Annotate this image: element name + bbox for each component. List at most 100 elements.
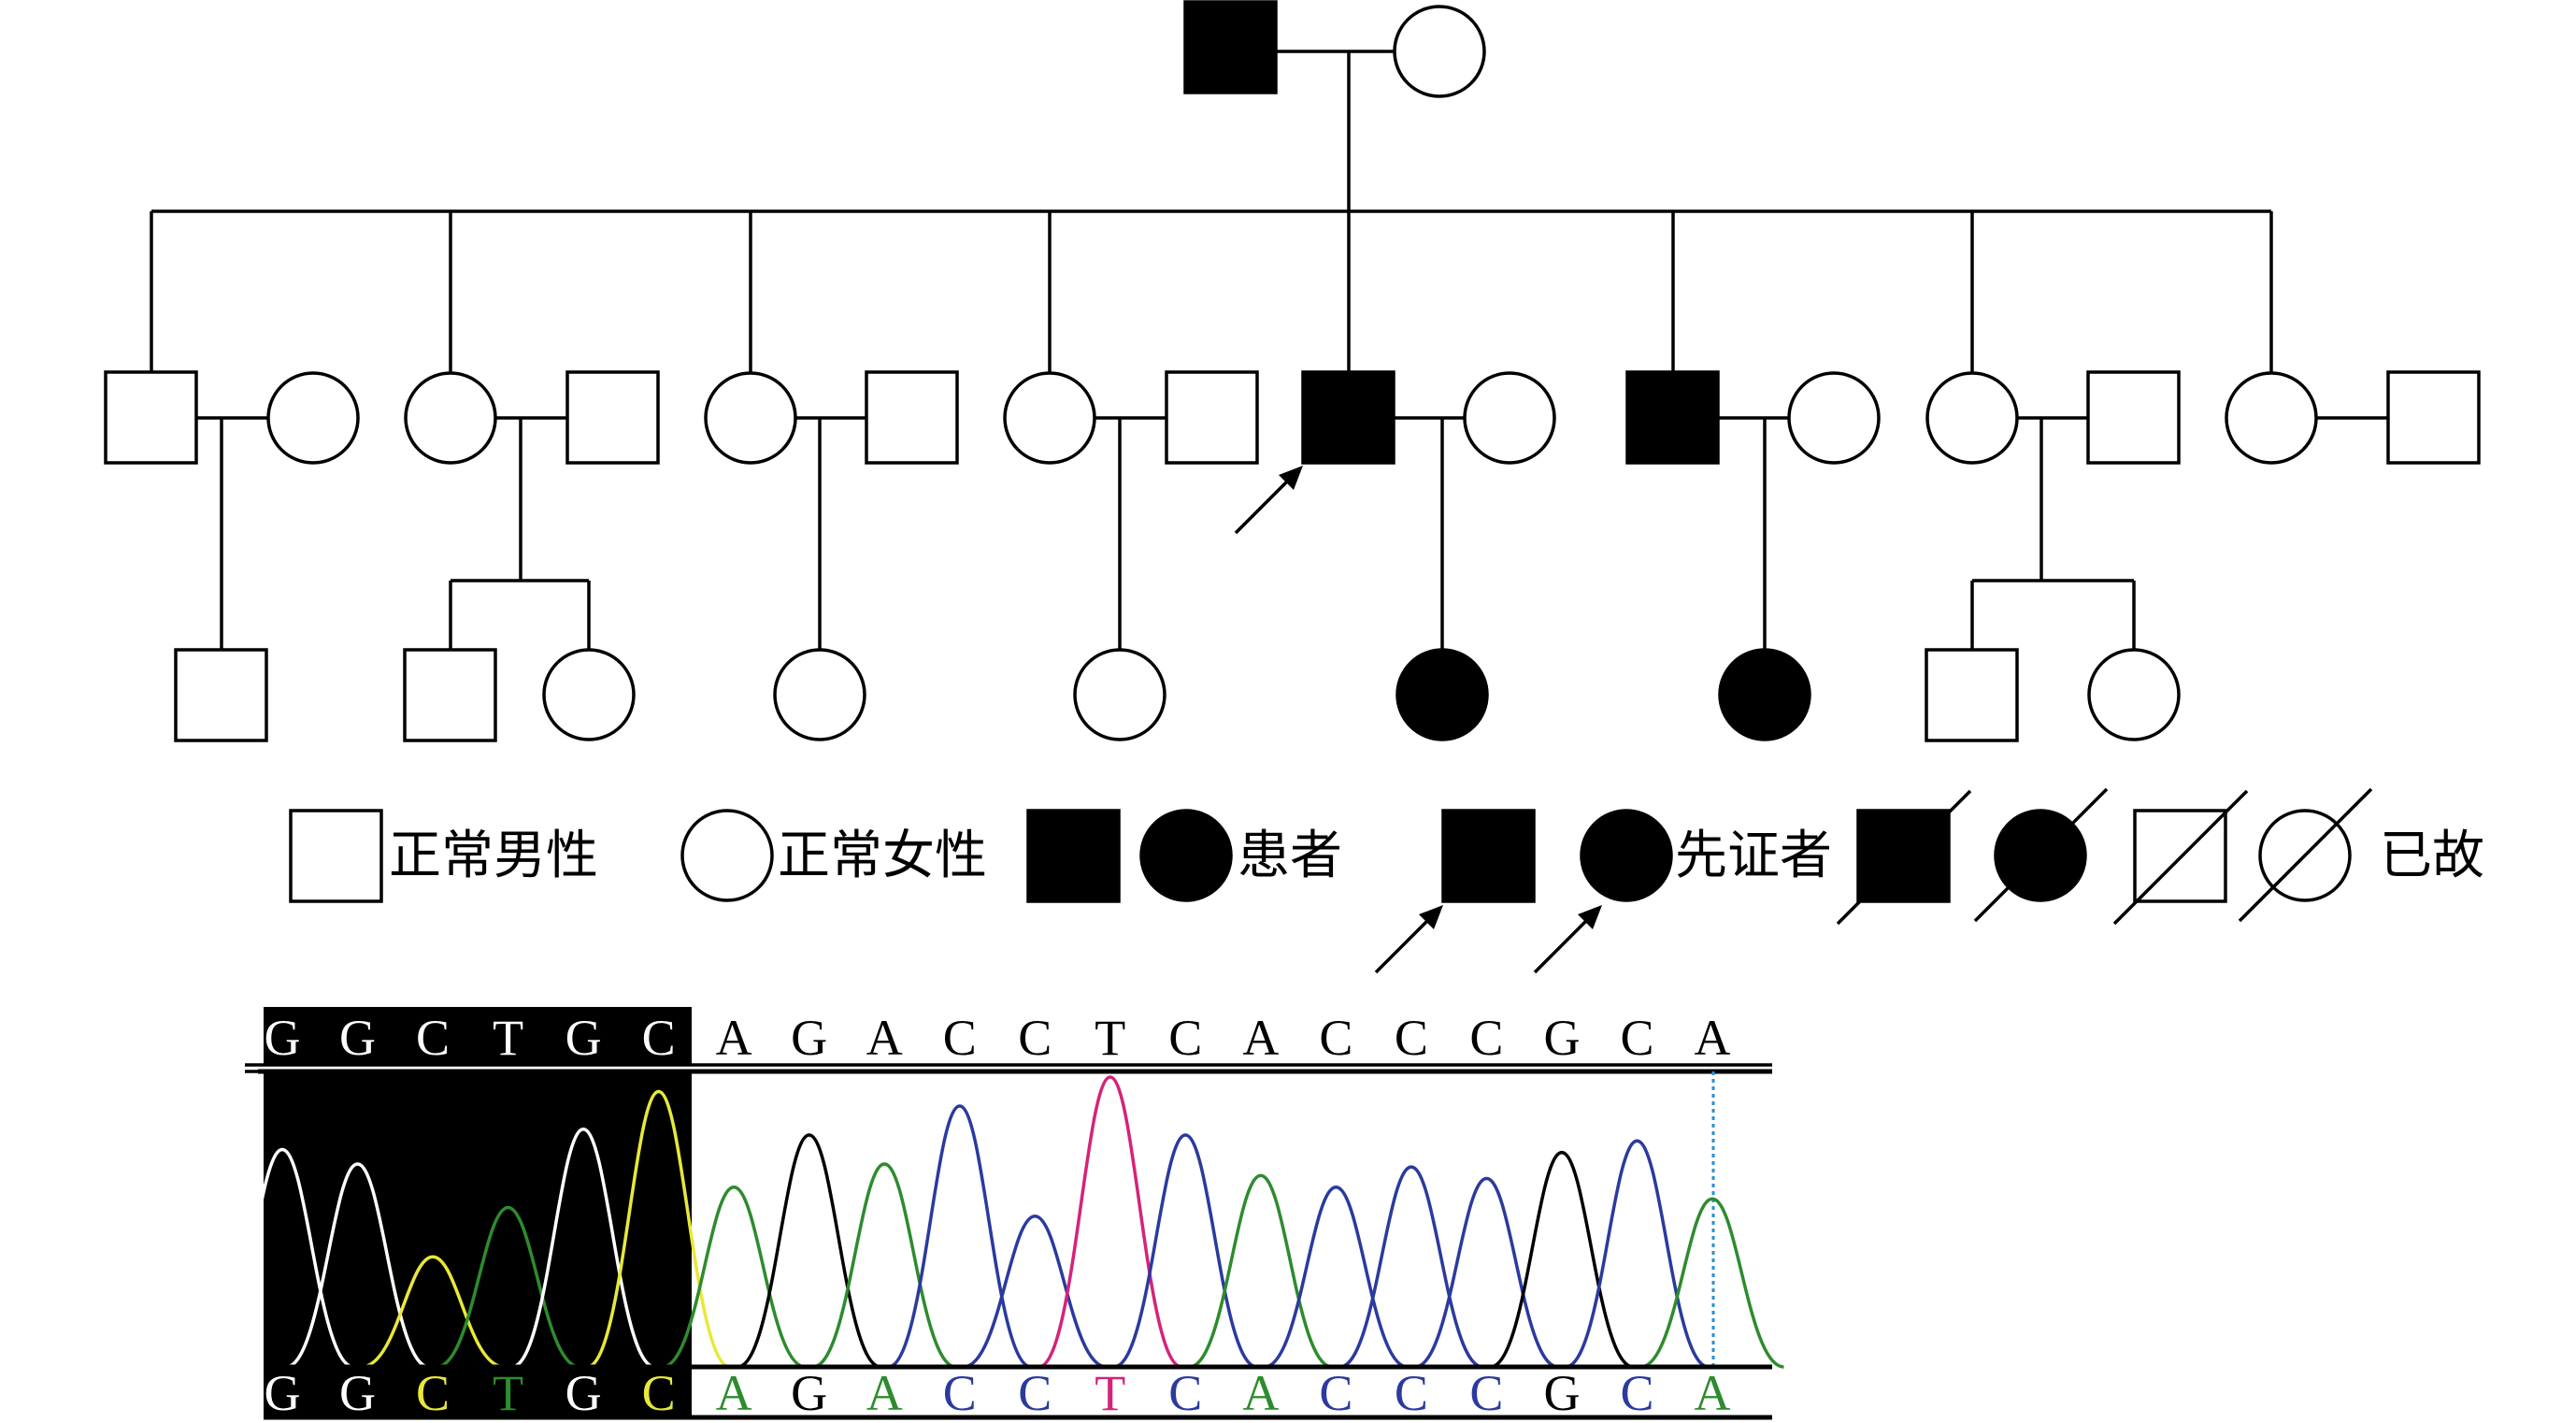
reference-base: C — [1319, 1010, 1352, 1066]
chromatogram-peak — [662, 1186, 807, 1369]
gen2-1-spouse — [266, 371, 360, 465]
reference-base: G — [1543, 1010, 1580, 1066]
gen1-normal-female — [1393, 5, 1486, 98]
chromatogram-peak — [1188, 1173, 1333, 1369]
chromatogram-peak — [1414, 1176, 1559, 1369]
chromatogram-peak — [1640, 1197, 1784, 1369]
gen3-5-female — [1073, 648, 1166, 741]
gen3-6-affected-female — [1395, 648, 1489, 741]
legend-proband-female-symbol — [1580, 809, 1673, 902]
called-base: A — [866, 1365, 903, 1421]
called-base: C — [1018, 1365, 1052, 1421]
reference-base: A — [866, 1010, 903, 1066]
gen2-1-male — [104, 370, 198, 465]
reference-base: A — [716, 1010, 752, 1066]
pedigree-chart — [104, 0, 2481, 742]
gen2-7-female — [1925, 371, 2019, 465]
chromatogram-peak — [1038, 1075, 1182, 1369]
legend-proband-female-arrow — [1533, 905, 1602, 974]
highlight-block-bottom — [264, 1369, 692, 1417]
legend-normal-male-symbol — [289, 809, 383, 903]
gen2-5-spouse — [1463, 371, 1556, 465]
called-base: C — [1168, 1365, 1202, 1421]
called-base: C — [1319, 1365, 1352, 1421]
proband-arrow — [1234, 466, 1303, 535]
chromatogram-peak — [436, 1205, 580, 1369]
reference-base: C — [642, 1010, 676, 1066]
called-base: A — [1242, 1365, 1279, 1421]
reference-base: C — [1469, 1010, 1503, 1066]
chromatogram-peak — [963, 1215, 1108, 1369]
gen3-1-male — [174, 648, 268, 742]
legend-normal-female-symbol — [680, 809, 774, 902]
gen1-affected-male — [1183, 0, 1278, 94]
gen3-4-female — [773, 648, 866, 741]
called-base: G — [1543, 1365, 1580, 1421]
legend-proband-label: 先证者 — [1675, 826, 1832, 886]
called-base: C — [943, 1365, 977, 1421]
called-base: G — [339, 1365, 376, 1421]
reference-base: C — [1018, 1010, 1052, 1066]
gen2-5-proband-male — [1301, 370, 1395, 465]
reference-base: G — [265, 1010, 301, 1066]
chromatogram-peak — [586, 1089, 731, 1369]
called-base: G — [791, 1365, 827, 1421]
gen2-8-female — [2225, 371, 2318, 465]
chromatogram-peak — [1565, 1139, 1710, 1369]
reference-base: A — [1695, 1010, 1731, 1066]
reference-base: G — [339, 1010, 376, 1066]
gen2-4-female — [1003, 371, 1096, 465]
legend-proband-male-symbol — [1441, 809, 1536, 903]
legend-patient-female-symbol — [1139, 809, 1233, 902]
called-base: G — [565, 1365, 602, 1421]
chromatogram-peak — [1113, 1133, 1258, 1369]
reference-base: C — [416, 1010, 450, 1066]
called-base: A — [716, 1365, 752, 1421]
reference-base: T — [493, 1010, 523, 1066]
legend-deceased-label: 已故 — [2380, 826, 2484, 886]
called-base: C — [416, 1365, 450, 1421]
gen3-8-male — [1925, 648, 2019, 742]
chromatogram-traces — [210, 1075, 1784, 1369]
chromatogram-peak — [210, 1147, 354, 1369]
gen2-2-female — [404, 371, 497, 465]
gen2-4-spouse — [1165, 370, 1259, 465]
reference-base: A — [1242, 1010, 1279, 1066]
chromatogram-peak — [812, 1162, 957, 1369]
called-base: C — [1395, 1365, 1428, 1421]
chromatogram-peak — [511, 1128, 656, 1369]
gen3-9-female — [2087, 648, 2181, 741]
legend-normal-female-label: 正常女性 — [778, 826, 987, 886]
gen2-2-spouse — [565, 370, 660, 465]
legend-patient-label: 患者 — [1238, 826, 1342, 886]
gen2-3-spouse — [865, 370, 959, 465]
gen3-3-female — [542, 648, 636, 741]
highlight-block-top — [264, 1007, 692, 1065]
reference-base: G — [565, 1010, 602, 1066]
gen2-8-spouse — [2386, 370, 2481, 465]
reference-base: T — [1095, 1010, 1125, 1066]
called-base: C — [1469, 1365, 1503, 1421]
reference-base: G — [791, 1010, 827, 1066]
called-base: T — [1095, 1365, 1125, 1421]
chromatogram-peak — [1338, 1165, 1483, 1369]
gen2-6-spouse — [1787, 371, 1881, 465]
reference-base: C — [1620, 1010, 1653, 1066]
gen2-6-affected-male — [1625, 370, 1720, 465]
reference-base: C — [1395, 1010, 1428, 1066]
gen3-7-affected-female — [1718, 648, 1811, 741]
chromatogram-peak — [1490, 1150, 1634, 1369]
chromatogram-peak — [1264, 1186, 1409, 1369]
legend: 正常男性 正常女性 患者 先证者 已故 — [289, 787, 2484, 974]
gen3-2-male — [403, 648, 497, 742]
legend-patient-male-symbol — [1026, 809, 1121, 903]
called-base: G — [265, 1365, 301, 1421]
reference-base: C — [943, 1010, 977, 1066]
called-base: C — [642, 1365, 676, 1421]
reference-base: C — [1168, 1010, 1202, 1066]
gen2-3-female — [704, 371, 797, 465]
